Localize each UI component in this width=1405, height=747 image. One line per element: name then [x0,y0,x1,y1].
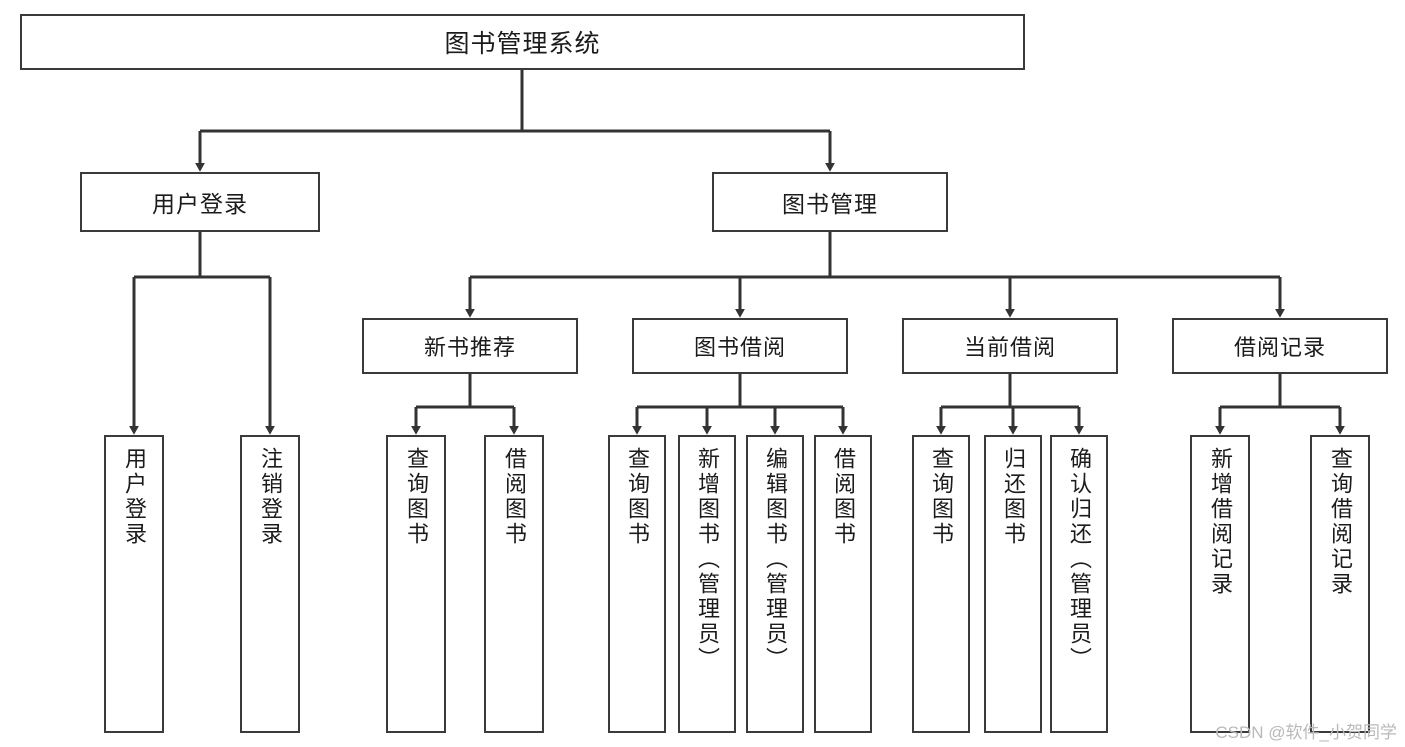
node-root-label: 图书管理系统 [444,30,601,58]
leaf-query-record-label: 查询借阅记录 [1328,447,1353,597]
leaf-add-record-label: 新增借阅记录 [1208,447,1233,597]
node-user-login[interactable]: 用户登录 [80,172,320,232]
leaf-query-book-br-label: 查询图书 [625,447,650,547]
leaf-add-book[interactable]: 新增图书（管理员） [678,435,736,733]
leaf-query-book-rec-label: 查询图书 [404,447,429,547]
leaf-borrow-book-rec[interactable]: 借阅图书 [484,435,544,733]
leaf-confirm-return-label: 确认归还（管理员） [1067,447,1092,672]
node-borrow-record[interactable]: 借阅记录 [1172,318,1388,374]
leaf-return-book[interactable]: 归还图书 [984,435,1042,733]
leaf-logout-login[interactable]: 注销登录 [240,435,300,733]
node-user-login-label: 用户登录 [152,191,248,217]
node-book-manage-label: 图书管理 [782,191,878,217]
node-root[interactable]: 图书管理系统 [20,14,1025,70]
leaf-query-book-br[interactable]: 查询图书 [608,435,666,733]
node-borrow-record-label: 借阅记录 [1233,335,1326,360]
leaf-borrow-book-br-label: 借阅图书 [831,447,856,547]
leaf-borrow-book-br[interactable]: 借阅图书 [814,435,872,733]
leaf-add-book-label: 新增图书（管理员） [695,447,720,672]
node-new-book-rec-label: 新书推荐 [423,335,516,360]
node-book-borrow-label: 图书借阅 [693,335,786,360]
leaf-user-login-label: 用户登录 [122,447,147,547]
node-book-manage[interactable]: 图书管理 [712,172,948,232]
leaf-query-book-cb[interactable]: 查询图书 [912,435,970,733]
node-current-borrow[interactable]: 当前借阅 [902,318,1118,374]
leaf-edit-book-label: 编辑图书（管理员） [763,447,788,672]
leaf-confirm-return[interactable]: 确认归还（管理员） [1050,435,1108,733]
csdn-watermark: CSDN @软件_小贺同学 [1215,723,1397,742]
node-book-borrow[interactable]: 图书借阅 [632,318,848,374]
leaf-query-record[interactable]: 查询借阅记录 [1310,435,1370,733]
leaf-query-book-cb-label: 查询图书 [929,447,954,547]
node-new-book-rec[interactable]: 新书推荐 [362,318,578,374]
leaf-user-login[interactable]: 用户登录 [104,435,164,733]
node-current-borrow-label: 当前借阅 [963,335,1056,360]
leaf-borrow-book-rec-label: 借阅图书 [502,447,527,547]
leaf-return-book-label: 归还图书 [1001,447,1026,547]
leaf-add-record[interactable]: 新增借阅记录 [1190,435,1250,733]
leaf-logout-login-label: 注销登录 [258,447,283,547]
leaf-edit-book[interactable]: 编辑图书（管理员） [746,435,804,733]
leaf-query-book-rec[interactable]: 查询图书 [386,435,446,733]
